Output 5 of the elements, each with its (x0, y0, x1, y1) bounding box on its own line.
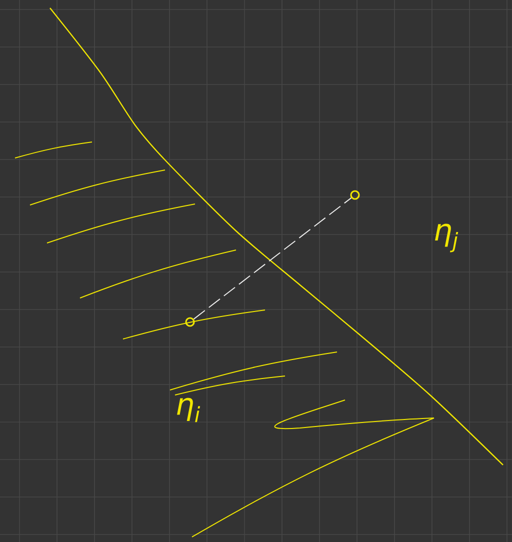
point-marker (185, 317, 195, 327)
point-label: η$_{i}$ (177, 398, 200, 422)
point-marker (350, 190, 360, 200)
dashed-connector (193, 197, 352, 320)
point-label: η$_{j}$ (435, 224, 458, 252)
